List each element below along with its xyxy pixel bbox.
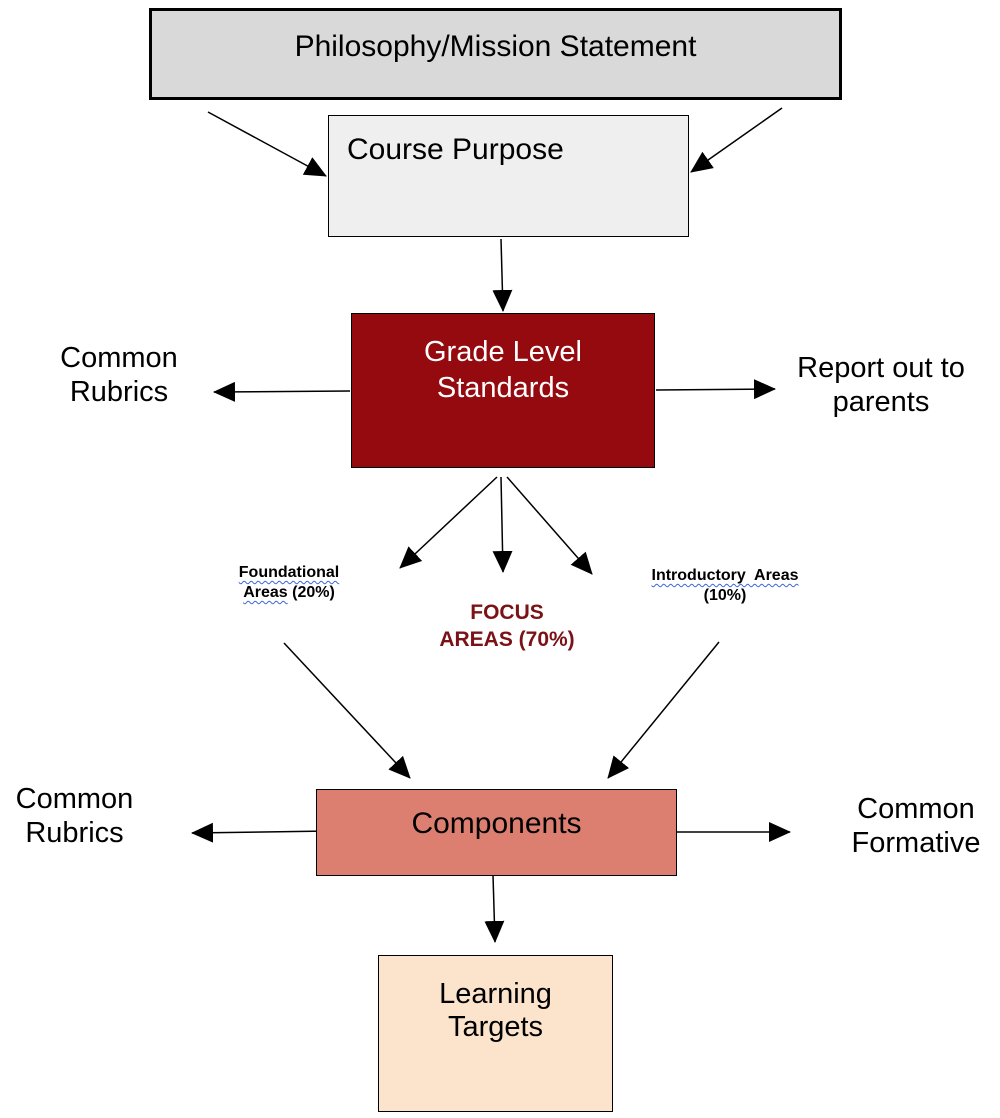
common-rubrics-top-line2: Rubrics <box>69 376 169 408</box>
components-label: Components <box>411 807 582 840</box>
course-purpose-label: Course Purpose <box>347 133 564 166</box>
components-box: Components <box>316 789 677 876</box>
common-rubrics-bottom-line2: Rubrics <box>25 817 124 849</box>
common-rubrics-bottom-label: Common Rubrics <box>2 782 147 850</box>
learning-targets-label: Learning Targets <box>379 978 612 1044</box>
arrow-grade-to-rubrics <box>213 381 351 402</box>
foundational-areas-label: Foundational Areas (20%) <box>214 563 364 603</box>
arrow-course-to-grade <box>492 238 513 312</box>
arrow-grade-to-report <box>655 379 776 400</box>
focus-areas-label: FOCUS AREAS (70%) <box>412 599 602 653</box>
foundational-areas-word: Areas <box>243 584 288 601</box>
common-rubrics-top-label: Common Rubrics <box>44 341 194 409</box>
focus-areas-line1: FOCUS <box>470 601 544 624</box>
arrow-grade-to-foundational <box>399 476 498 569</box>
focus-areas-line2: AREAS (70%) <box>439 628 575 651</box>
report-out-line2: parents <box>832 386 930 418</box>
grade-level-standards-line1: Grade Level <box>424 336 582 368</box>
foundational-percent: (20%) <box>287 584 335 601</box>
course-purpose-box: Course Purpose <box>328 115 689 237</box>
common-formative-line1: Common <box>857 793 975 825</box>
mission-statement-box: Philosophy/Mission Statement <box>149 8 842 100</box>
arrow-components-to-rubrics <box>191 822 331 843</box>
learning-targets-line1: Learning <box>439 978 552 1010</box>
report-out-label: Report out to parents <box>776 351 986 419</box>
common-rubrics-top-line1: Common <box>60 342 178 374</box>
report-out-line1: Report out to <box>797 352 965 384</box>
arrow-foundational-to-components <box>283 642 411 779</box>
arrow-mission-to-course-right <box>690 107 783 173</box>
arrow-mission-to-course-left <box>207 111 327 177</box>
arrow-grade-to-introductory <box>506 476 593 575</box>
foundational-word: Foundational <box>238 564 340 581</box>
introductory-areas-label: Introductory Areas (10%) <box>614 566 836 606</box>
arrow-components-to-targets <box>484 874 505 943</box>
mission-statement-label: Philosophy/Mission Statement <box>294 30 697 63</box>
arrow-grade-to-focus <box>492 476 513 573</box>
common-formative-label: Common Formative <box>838 792 994 860</box>
grade-level-standards-box: Grade Level Standards <box>351 313 655 468</box>
grade-level-standards-line2: Standards <box>436 372 570 404</box>
introductory-line1: Introductory Areas <box>651 567 799 584</box>
learning-targets-box: Learning Targets <box>378 955 613 1112</box>
introductory-line2: (10%) <box>703 587 747 604</box>
learning-targets-line2: Targets <box>447 1011 544 1043</box>
grade-level-standards-label: Grade Level Standards <box>352 334 654 406</box>
common-formative-line2: Formative <box>851 827 981 859</box>
arrow-introductory-to-components <box>607 641 720 779</box>
common-rubrics-bottom-line1: Common <box>15 783 134 815</box>
